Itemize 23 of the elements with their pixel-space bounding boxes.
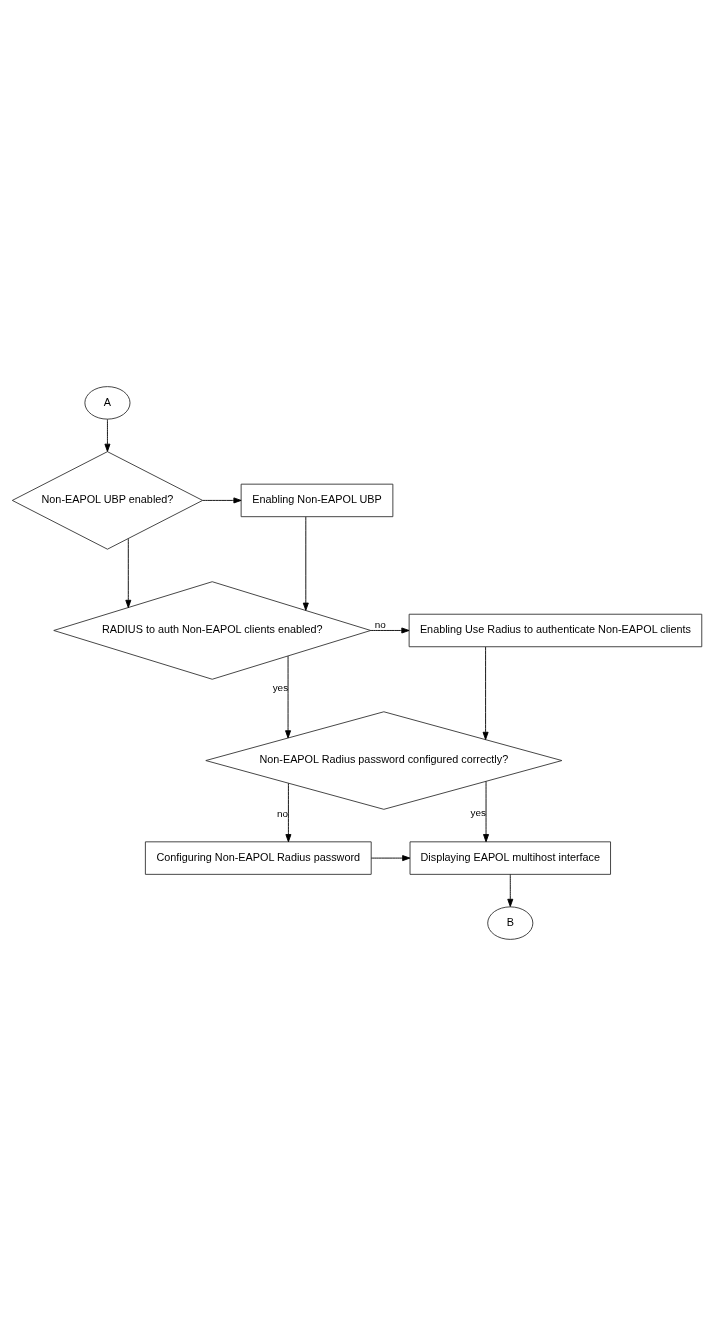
arrow [370, 627, 410, 634]
arrow [507, 874, 514, 907]
node-diamond: Non-EAPOL Radius password configured correctly? [205, 711, 563, 810]
edge-label: yes [272, 681, 289, 693]
arrow [482, 646, 489, 740]
node-box: Enabling Use Radius to authenticate Non-EAPOL clients [408, 613, 703, 648]
node-box: Enabling Non-EAPOL UBP [240, 483, 394, 518]
arrow [302, 516, 309, 611]
node-diamond: RADIUS to auth Non-EAPOL clients enabled? [53, 581, 372, 680]
edge-label: no [277, 807, 289, 819]
node-box: Configuring Non-EAPOL Radius password [144, 841, 372, 875]
node-box: Displaying EAPOL multihost interface [409, 841, 611, 875]
node-ellipse: A [84, 386, 131, 420]
arrow [370, 855, 411, 862]
arrow [285, 655, 292, 739]
node-ellipse: B [487, 906, 534, 940]
arrow [202, 497, 242, 504]
arrow [125, 538, 132, 608]
arrow [104, 418, 111, 452]
arrow [285, 782, 292, 843]
node-diamond: Non-EAPOL UBP enabled? [11, 451, 204, 550]
arrow [483, 781, 489, 843]
edge-label: no [374, 618, 386, 630]
